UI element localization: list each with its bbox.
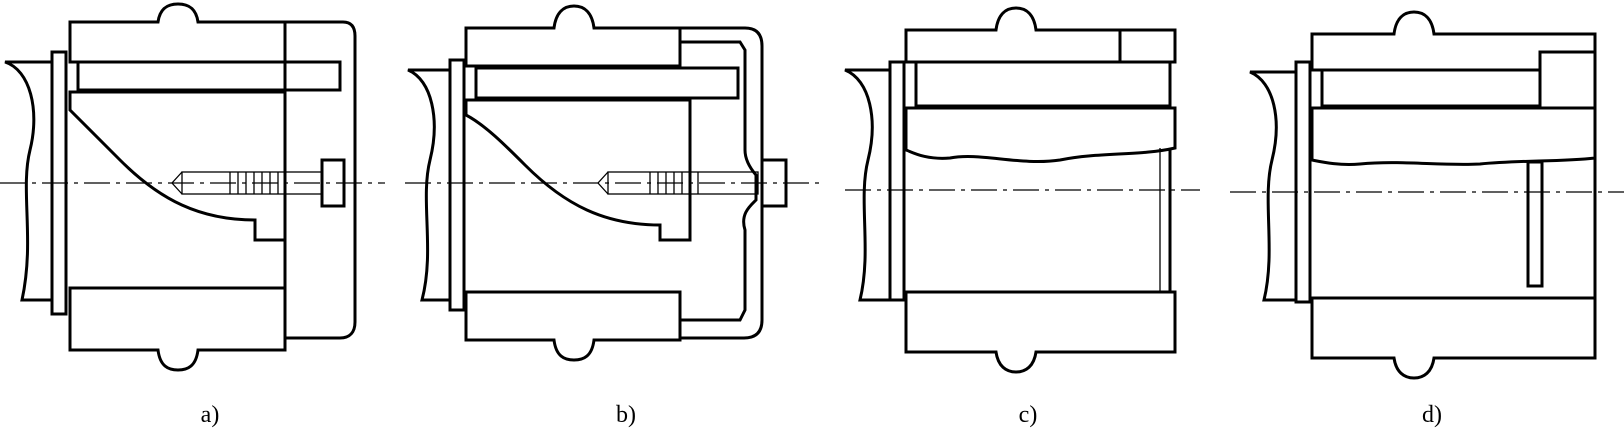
panel-b-housing-top xyxy=(464,4,682,68)
panel-a-cover xyxy=(283,20,357,340)
panel-b-shaft xyxy=(407,68,452,302)
panel-b-slot xyxy=(474,66,740,100)
panel-c-housing-bottom xyxy=(904,290,1177,374)
caption-d: d) xyxy=(1422,402,1442,428)
panel-d-housing-top xyxy=(1310,10,1597,72)
panel-c-sleeve xyxy=(904,106,1177,164)
panel-b-housing-bottom xyxy=(464,290,682,362)
panel-c-shaft xyxy=(844,68,892,302)
panel-d-shaft xyxy=(1249,70,1298,302)
panel-d-flange xyxy=(1294,60,1312,304)
panel-b-flange xyxy=(448,58,466,312)
caption-b: b) xyxy=(616,402,636,428)
panel-a-housing-bottom xyxy=(68,286,287,372)
panel-c-housing-top xyxy=(904,6,1122,64)
panel-c-slot xyxy=(914,60,1172,108)
panel-d-slot xyxy=(1320,68,1542,108)
panel-a-housing-top xyxy=(68,2,287,64)
panel-d-drawing xyxy=(1230,10,1624,380)
panel-a-drawing xyxy=(0,2,385,372)
caption-a: a) xyxy=(200,402,220,428)
panel-b-sleeve xyxy=(464,98,692,242)
panel-c-flange xyxy=(888,60,906,302)
panel-c-drawing xyxy=(844,6,1200,374)
panel-a-shaft xyxy=(4,60,54,302)
panel-d-housing-bottom xyxy=(1310,296,1597,380)
panel-a-slot xyxy=(76,60,342,92)
panel-b-cap xyxy=(678,26,764,340)
panel-a-sleeve xyxy=(68,90,287,242)
panel-b-drawing xyxy=(405,4,820,362)
panel-d-sleeve xyxy=(1310,106,1597,166)
caption-c: c) xyxy=(1018,402,1038,428)
